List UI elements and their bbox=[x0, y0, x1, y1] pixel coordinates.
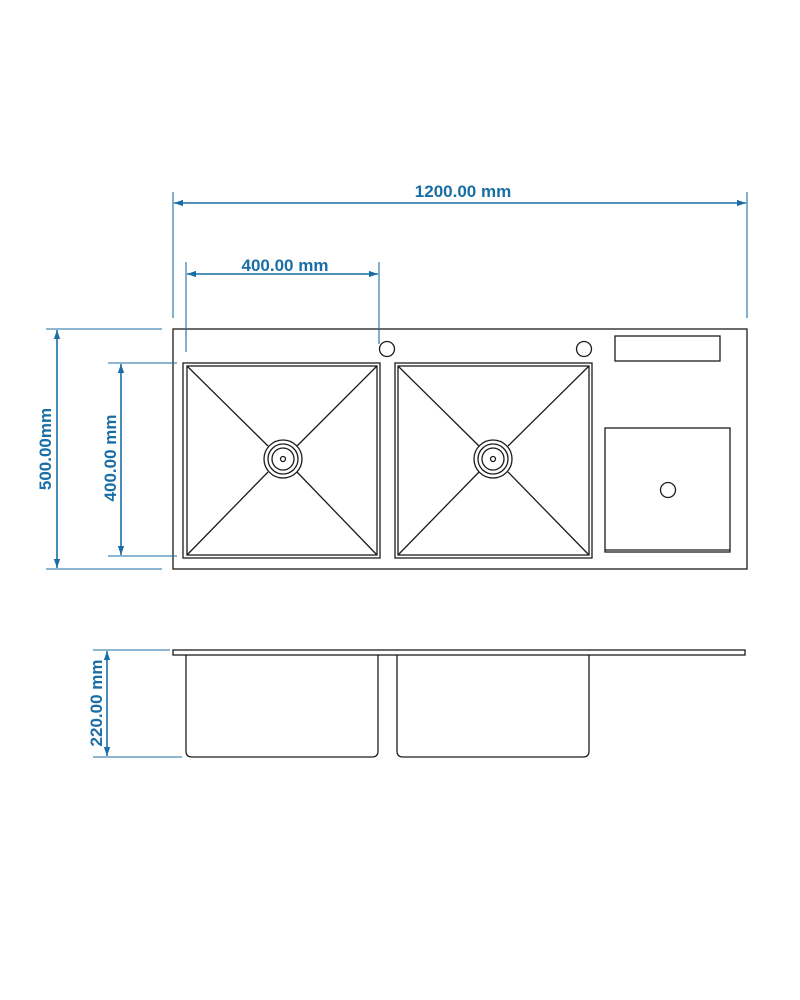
side-view bbox=[172, 649, 746, 758]
basin-right-rim bbox=[394, 362, 593, 559]
dimension-basin-depth: 400.00 mm bbox=[101, 362, 177, 557]
basin-right-slope bbox=[397, 365, 480, 447]
basin-right-slope bbox=[397, 471, 480, 556]
tap-hole-icon bbox=[575, 340, 593, 358]
drain-icon bbox=[659, 481, 677, 499]
dimension-overall-depth: 500.00mm bbox=[36, 328, 162, 570]
basin-right-side-profile bbox=[396, 655, 590, 758]
dimension-overall-width: 1200.00 mm bbox=[172, 182, 748, 318]
basin-right-slope bbox=[507, 365, 590, 447]
basin-left-slope bbox=[296, 365, 378, 447]
dimension-basin-width: 400.00 mm bbox=[185, 256, 380, 352]
overall-depth-label: 500.00mm bbox=[36, 408, 55, 490]
drain-icon bbox=[473, 439, 513, 479]
top-view bbox=[172, 328, 748, 570]
basin-width-label: 400.00 mm bbox=[242, 256, 329, 275]
basin-left-slope bbox=[186, 471, 269, 556]
side-bowl bbox=[604, 427, 731, 553]
basin-left-side-profile bbox=[185, 655, 379, 758]
countertop-outline bbox=[172, 328, 748, 570]
side-bowl-outline bbox=[604, 427, 731, 553]
basin-right-slope bbox=[507, 471, 590, 556]
basin-right-inner bbox=[397, 365, 590, 556]
dimension-basin-height: 220.00 mm bbox=[87, 649, 182, 758]
basin-left-rim bbox=[182, 362, 381, 559]
soap-slot-icon bbox=[614, 335, 721, 362]
basin-height-label: 220.00 mm bbox=[87, 660, 106, 747]
tap-hole-icon bbox=[378, 340, 396, 358]
basin-left bbox=[182, 362, 381, 559]
basin-left-slope bbox=[186, 365, 269, 447]
basin-depth-label: 400.00 mm bbox=[101, 415, 120, 502]
basin-left-inner bbox=[186, 365, 378, 556]
basin-right bbox=[394, 362, 593, 559]
basin-left-slope bbox=[296, 471, 378, 556]
countertop-side-edge bbox=[172, 649, 746, 656]
overall-width-label: 1200.00 mm bbox=[415, 182, 511, 201]
drain-icon bbox=[263, 439, 303, 479]
